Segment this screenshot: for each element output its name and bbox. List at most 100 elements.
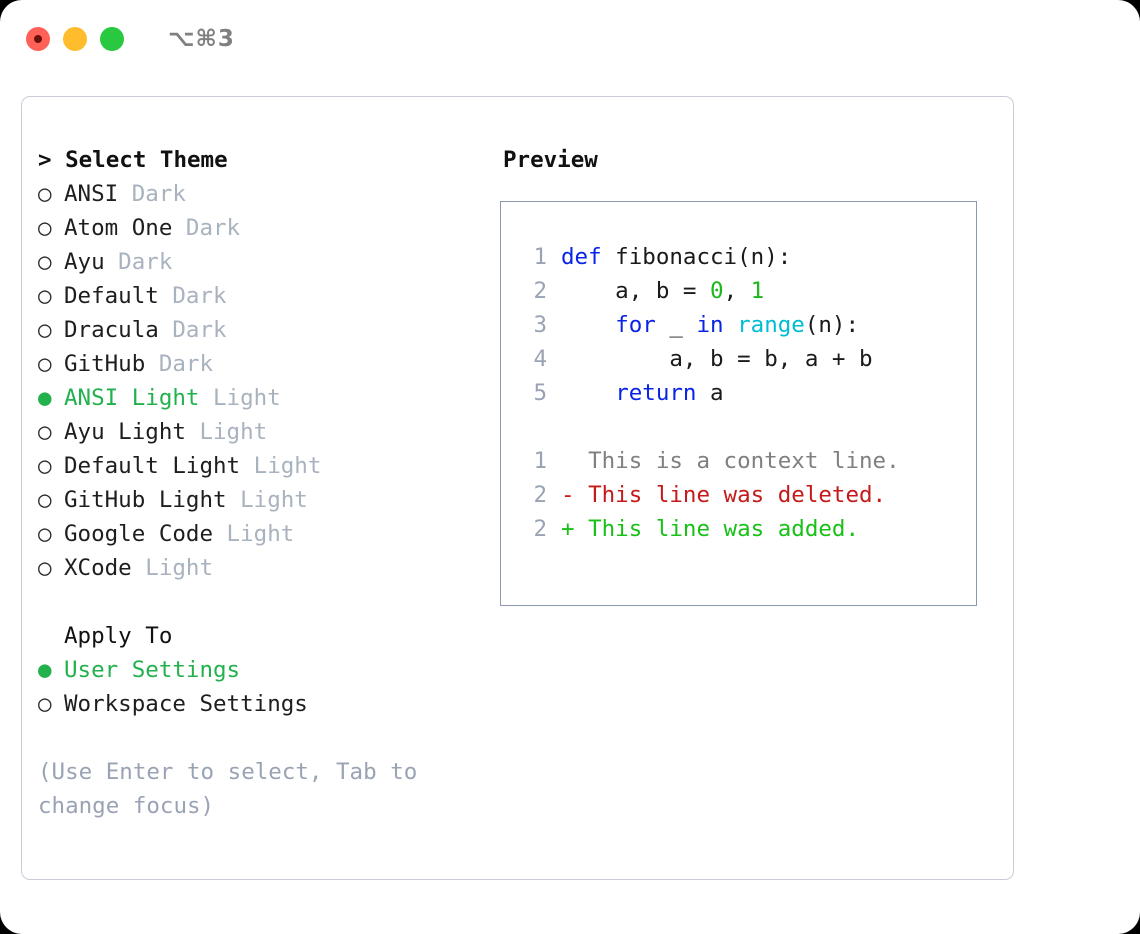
theme-option-name: GitHub: [64, 351, 146, 377]
radio-unselected-icon[interactable]: ○: [38, 249, 52, 275]
theme-option[interactable]: ○ Ayu Light Light: [38, 415, 500, 449]
radio-unselected-icon[interactable]: ○: [38, 317, 52, 343]
keyboard-hint-text: (Use Enter to select, Tab to change focu…: [38, 759, 431, 819]
theme-option[interactable]: ○ ANSI Dark: [38, 177, 500, 211]
code-token: return: [615, 380, 697, 406]
theme-option-name: ANSI: [64, 181, 119, 207]
theme-option-kind: Light: [213, 521, 295, 547]
theme-option-name: ANSI Light: [64, 385, 200, 411]
code-line: 5 return a: [517, 376, 976, 410]
line-number: 5: [533, 380, 547, 406]
theme-option-name: Atom One: [64, 215, 173, 241]
theme-option[interactable]: ○ GitHub Dark: [38, 347, 500, 381]
radio-unselected-icon[interactable]: ○: [38, 691, 52, 717]
apply-to-list: ● User Settings ○Workspace Settings: [38, 653, 500, 721]
close-button[interactable]: [26, 27, 50, 51]
theme-option[interactable]: ○XCode Light: [38, 551, 500, 585]
apply-to-option[interactable]: ○Workspace Settings: [38, 687, 500, 721]
diff-line: 2 + This line was added.: [517, 512, 976, 546]
code-token: [561, 312, 615, 338]
code-token: for: [615, 312, 656, 338]
code-token: (n):: [804, 312, 860, 338]
theme-selector-panel: > Select Theme ○ANSI Dark○Atom One Dark○…: [22, 97, 500, 879]
theme-option-name: Ayu Light: [64, 419, 186, 445]
theme-option-kind: Dark: [158, 283, 227, 309]
theme-option[interactable]: ○ GitHub Light Light: [38, 483, 500, 517]
theme-option[interactable]: ○Atom One Dark: [38, 211, 500, 245]
theme-option-kind: Dark: [104, 249, 173, 275]
code-token: range: [737, 312, 805, 338]
code-diff-separator: [517, 410, 976, 444]
radio-unselected-icon[interactable]: ○: [38, 283, 52, 309]
theme-option-name: Default Light: [64, 453, 241, 479]
line-number: 1: [533, 448, 547, 474]
code-line: 3 for _ in range(n):: [517, 308, 976, 342]
theme-list: ○ ANSI Dark ○ Atom One Dark ○ Ayu Dark ○ Defaul…: [38, 177, 500, 585]
theme-option-name: XCode: [64, 555, 132, 581]
apply-to-option-name: User Settings: [64, 657, 241, 683]
radio-unselected-icon[interactable]: ○: [38, 351, 52, 377]
diff-line-content: + This line was added.: [561, 516, 860, 542]
code-token: ,: [723, 278, 751, 304]
apply-to-label: Apply To: [64, 623, 173, 649]
radio-unselected-icon[interactable]: ○: [38, 453, 52, 479]
radio-unselected-icon[interactable]: ○: [38, 215, 52, 241]
line-number: 2: [533, 516, 547, 542]
radio-unselected-icon[interactable]: ○: [38, 521, 52, 547]
select-theme-header: > Select Theme: [38, 147, 228, 173]
radio-unselected-icon[interactable]: ○: [38, 555, 52, 581]
theme-option[interactable]: ●ANSI Light Light: [38, 381, 500, 415]
code-token: in: [696, 312, 724, 338]
code-token: [724, 312, 738, 338]
code-line: 1 def fibonacci(n):: [517, 240, 976, 274]
code-line-content: return a: [561, 376, 724, 410]
apply-to-option[interactable]: ● User Settings: [38, 653, 500, 687]
code-token: def: [561, 244, 602, 270]
line-number: 2: [533, 482, 547, 508]
code-token: 0: [710, 278, 724, 304]
theme-option-kind: Dark: [158, 317, 227, 343]
code-token: a, b = b, a + b: [561, 346, 873, 372]
code-token: 1: [750, 278, 765, 304]
theme-option-name: Google Code: [64, 521, 214, 547]
theme-option[interactable]: ○ Default Dark: [38, 279, 500, 313]
traffic-lights: [26, 27, 124, 51]
content-frame: > Select Theme ○ANSI Dark○Atom One Dark○…: [21, 96, 1014, 880]
theme-option-name: Ayu: [64, 249, 105, 275]
line-number: 4: [533, 346, 547, 372]
code-token: _: [655, 312, 697, 338]
diff-line: 1 This is a context line.: [517, 444, 976, 478]
theme-option[interactable]: ○ Google Code Light: [38, 517, 500, 551]
code-line: 2 a, b = 0, 1: [517, 274, 976, 308]
theme-option-kind: Light: [226, 487, 308, 513]
radio-selected-icon[interactable]: ●: [38, 657, 52, 683]
radio-unselected-icon[interactable]: ○: [38, 419, 52, 445]
theme-option-name: GitHub Light: [64, 487, 227, 513]
code-line: 4 a, b = b, a + b: [517, 342, 976, 376]
code-token: a: [696, 380, 724, 406]
maximize-button[interactable]: [100, 27, 124, 51]
code-token: fibonacci(n):: [601, 244, 792, 270]
radio-unselected-icon[interactable]: ○: [38, 181, 52, 207]
line-number: 3: [533, 312, 547, 338]
theme-option-name: Default: [64, 283, 159, 309]
radio-selected-icon[interactable]: ●: [38, 385, 52, 411]
theme-option-kind: Light: [185, 419, 268, 445]
diff-line-content: This is a context line.: [561, 448, 900, 474]
code-token: [561, 380, 615, 406]
theme-option-kind: Dark: [145, 351, 214, 377]
theme-option[interactable]: ○Default Light Light: [38, 449, 500, 483]
code-line-content: def fibonacci(n):: [561, 240, 791, 274]
minimize-button[interactable]: [63, 27, 87, 51]
theme-option[interactable]: ○Dracula Dark: [38, 313, 500, 347]
theme-option-kind: Dark: [118, 181, 186, 207]
line-number: 2: [533, 278, 547, 304]
theme-option[interactable]: ○ Ayu Dark: [38, 245, 500, 279]
diff-line: 2- This line was deleted.: [517, 478, 976, 512]
radio-unselected-icon[interactable]: ○: [38, 487, 52, 513]
line-number: 1: [533, 244, 547, 270]
